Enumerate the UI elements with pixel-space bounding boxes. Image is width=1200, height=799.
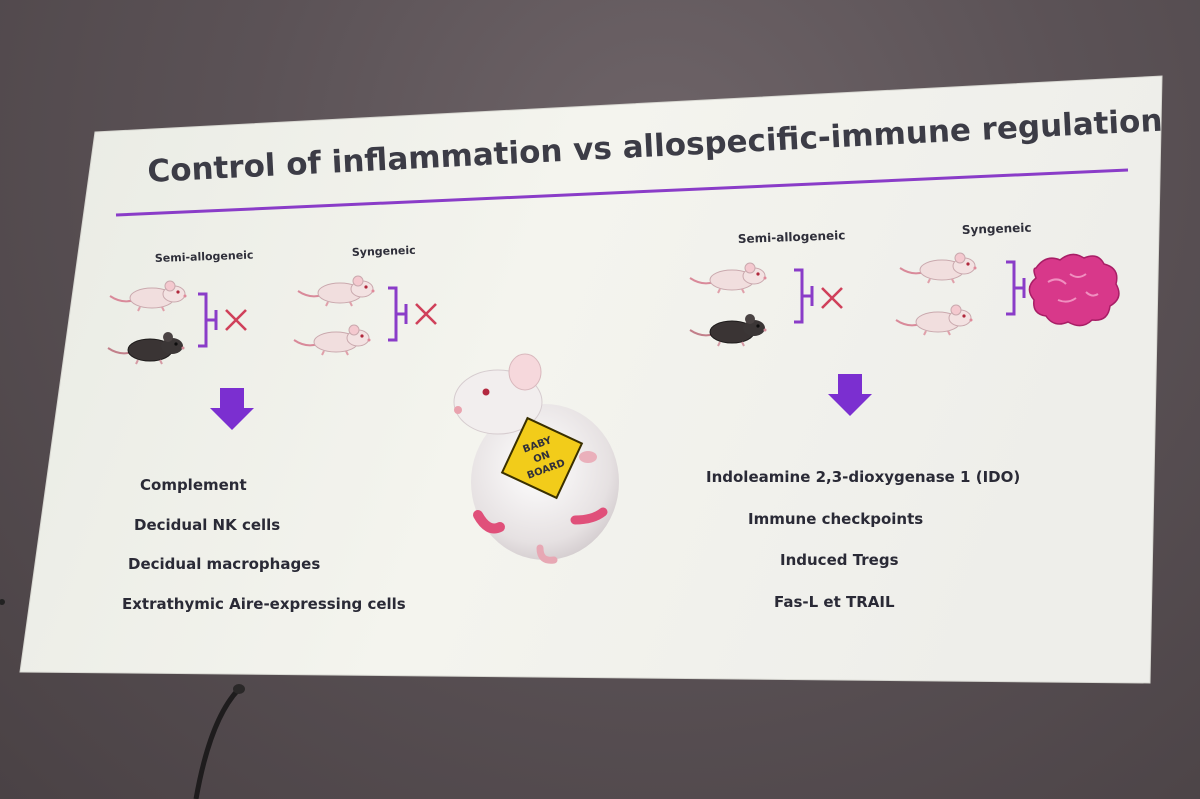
right-item-1: Indoleamine 2,3-dioxygenase 1 (IDO): [706, 468, 1020, 486]
left-item-3: Decidual macrophages: [128, 555, 320, 573]
left-panel: Semi-allogeneic Syngeneic Complement Dec…: [107, 244, 438, 613]
left-item-1: Complement: [140, 476, 247, 494]
right-label-semi-allogeneic: Semi-allogeneic: [738, 228, 846, 246]
baby-on-board-sign: BABY ON BOARD: [500, 416, 584, 500]
tissue-icon: [1028, 253, 1120, 327]
left-label-syngeneic: Syngeneic: [352, 244, 416, 259]
left-item-4: Extrathymic Aire-expressing cells: [122, 595, 406, 613]
title-underline: [115, 168, 1129, 217]
left-item-2: Decidual NK cells: [134, 516, 280, 534]
sign-line-2: ON: [532, 449, 552, 465]
projected-slide: [19, 75, 1163, 684]
microphone-icon: [193, 684, 245, 799]
right-panel: Semi-allogeneic Syngeneic Indoleamine 2,…: [689, 221, 1120, 611]
wall-dot: [0, 599, 5, 605]
left-label-semi-allogeneic: Semi-allogeneic: [155, 249, 254, 265]
right-item-4: Fas-L et TRAIL: [774, 593, 895, 611]
right-label-syngeneic: Syngeneic: [962, 221, 1032, 237]
right-item-3: Induced Tregs: [780, 551, 899, 569]
right-item-2: Immune checkpoints: [748, 510, 923, 528]
